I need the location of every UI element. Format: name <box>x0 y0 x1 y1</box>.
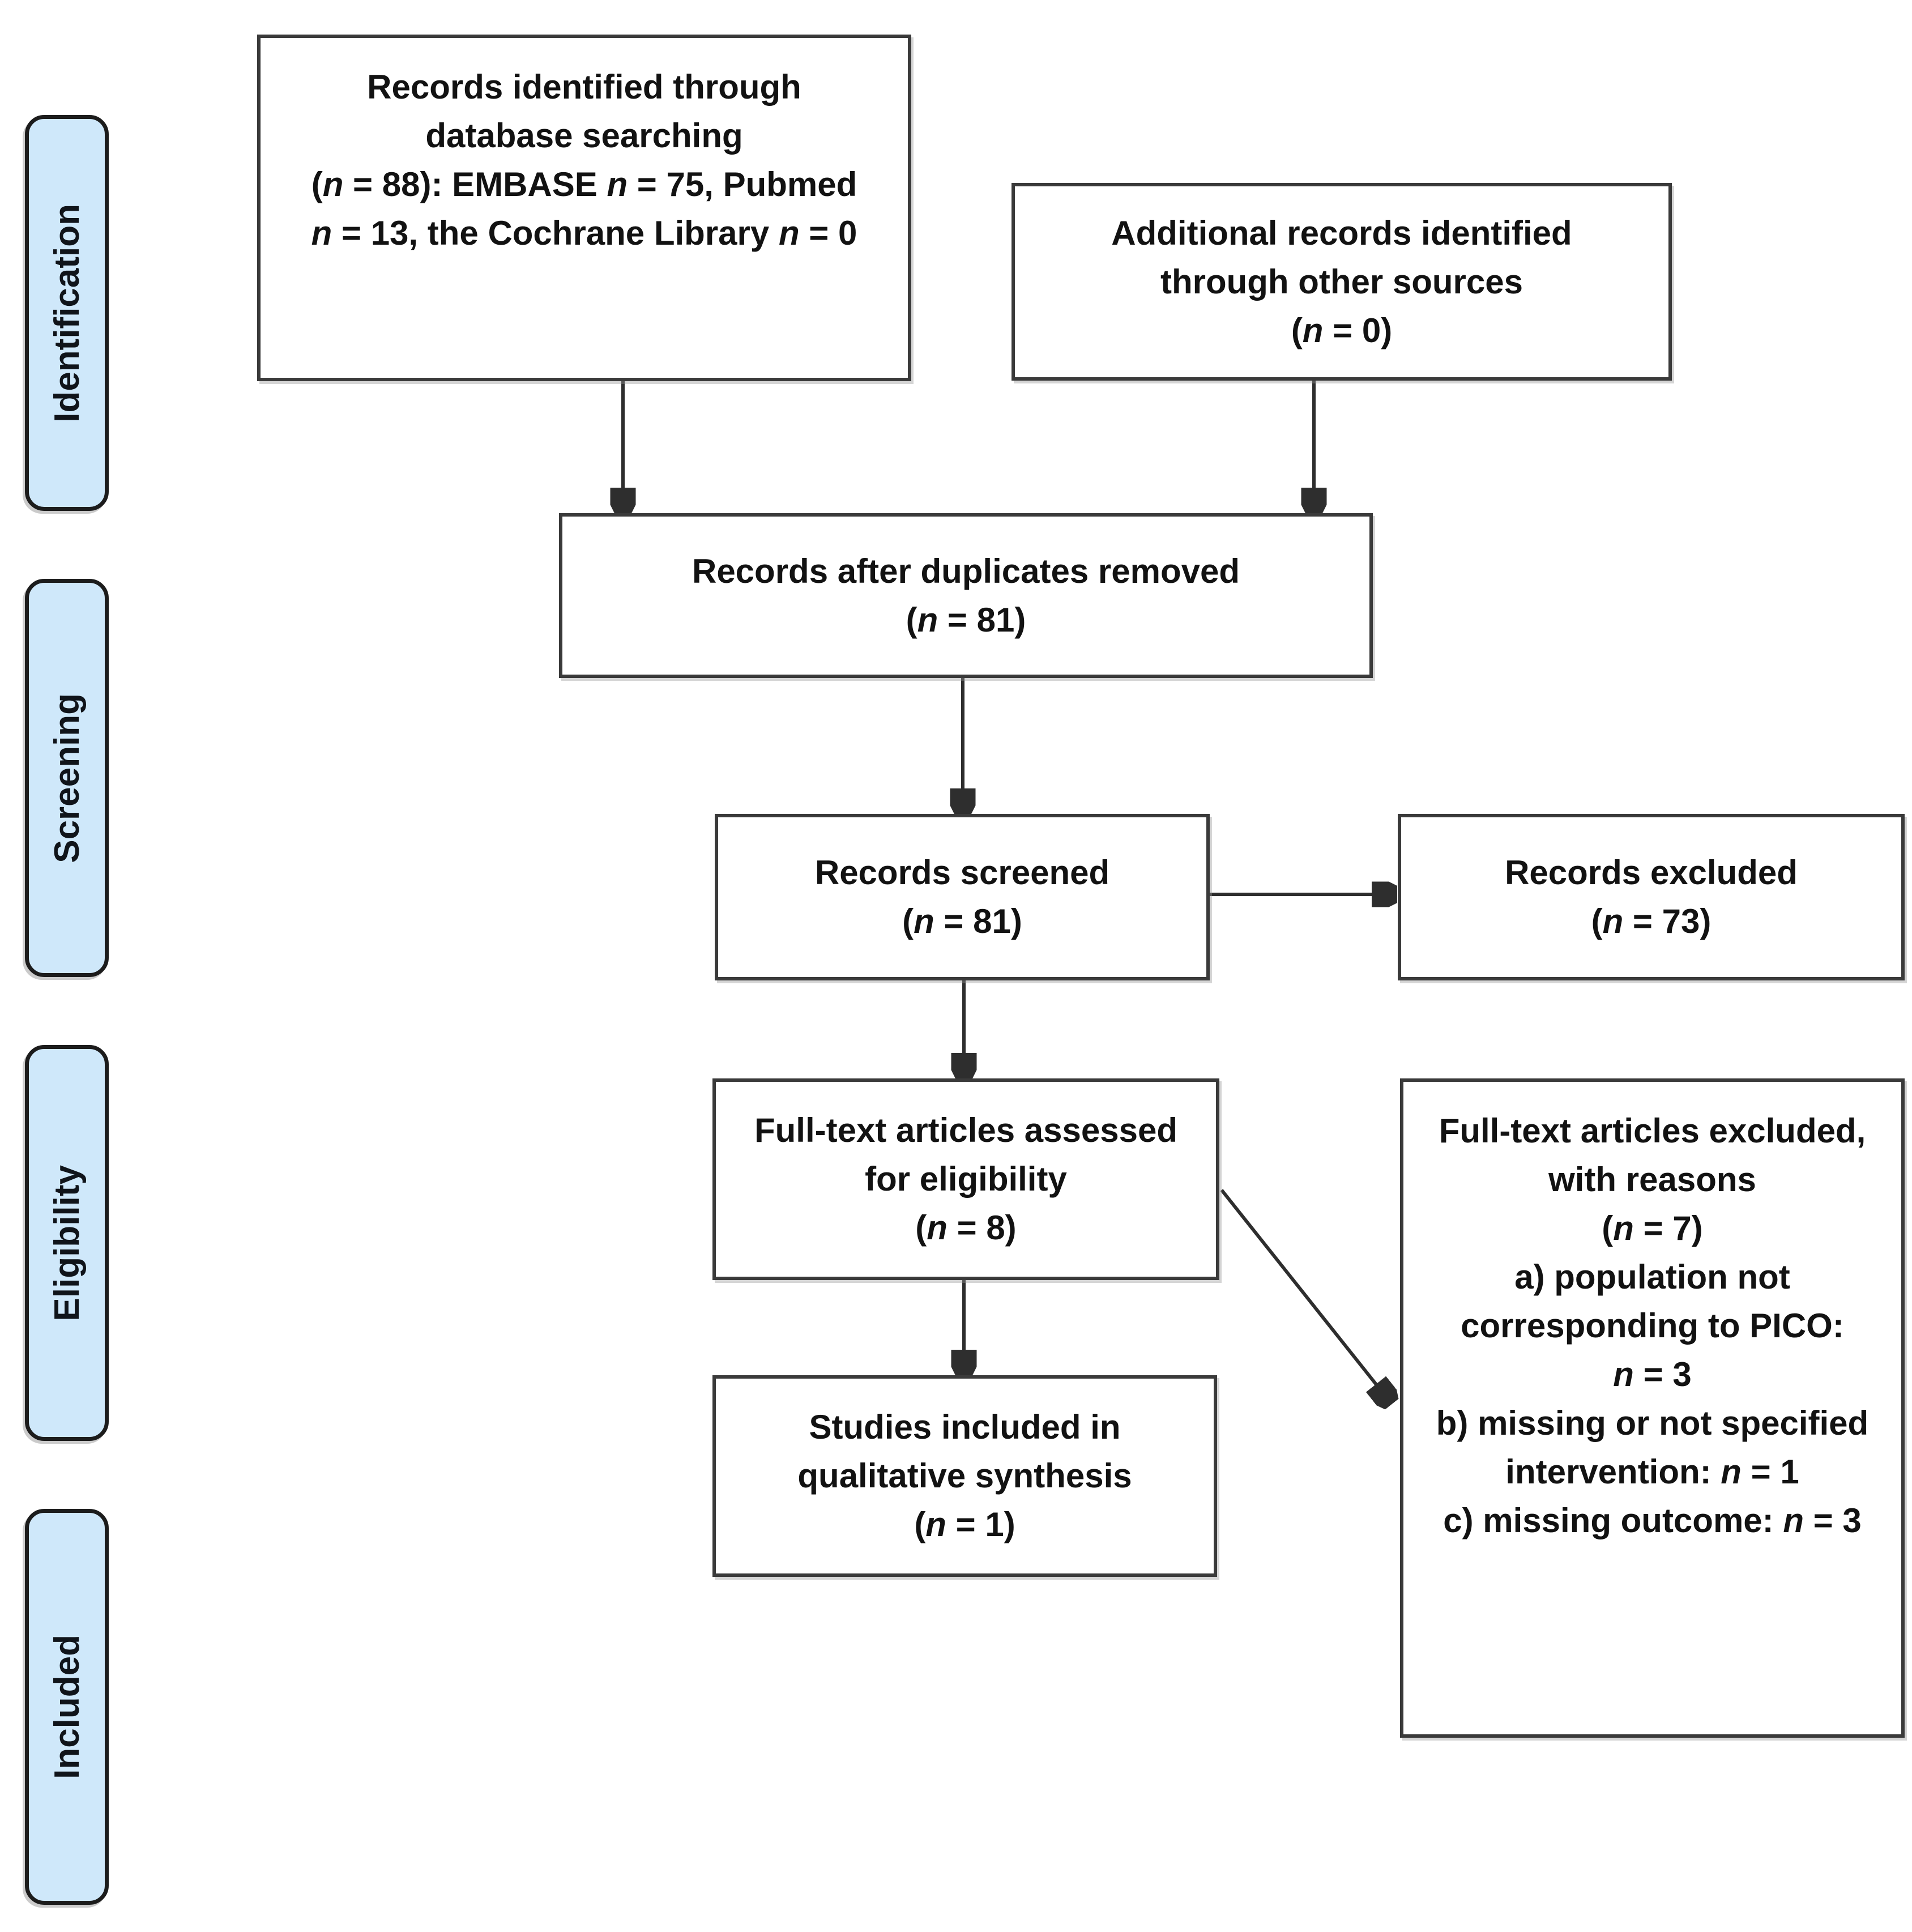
stage-label-included: Included <box>47 1635 87 1779</box>
box-fulltext-excluded-reasons: Full-text articles excluded,with reasons… <box>1400 1078 1905 1738</box>
stage-tab-eligibility: Eligibility <box>25 1045 109 1441</box>
stage-tab-screening: Screening <box>25 579 109 977</box>
stage-tab-included: Included <box>25 1509 109 1905</box>
box-records-screened-text: Records screened(n = 81) <box>814 854 1110 940</box>
stage-label-screening: Screening <box>47 693 87 863</box>
box-records-screened: Records screened(n = 81) <box>715 814 1210 980</box>
arrow-fulltext-to-excluded-reasons <box>1220 1189 1389 1400</box>
stage-tab-identification: Identification <box>25 115 109 511</box>
box-records-after-duplicates-removed: Records after duplicates removed(n = 81) <box>559 513 1373 678</box>
box-fulltext-excluded-reasons-text: Full-text articles excluded,with reasons… <box>1436 1112 1869 1539</box>
stage-label-identification: Identification <box>47 203 87 423</box>
box-records-excluded-text: Records excluded(n = 73) <box>1505 854 1798 940</box>
box-records-excluded: Records excluded(n = 73) <box>1398 814 1905 980</box>
box-records-after-duplicates-removed-text: Records after duplicates removed(n = 81) <box>692 552 1240 639</box>
stage-label-eligibility: Eligibility <box>47 1165 87 1321</box>
